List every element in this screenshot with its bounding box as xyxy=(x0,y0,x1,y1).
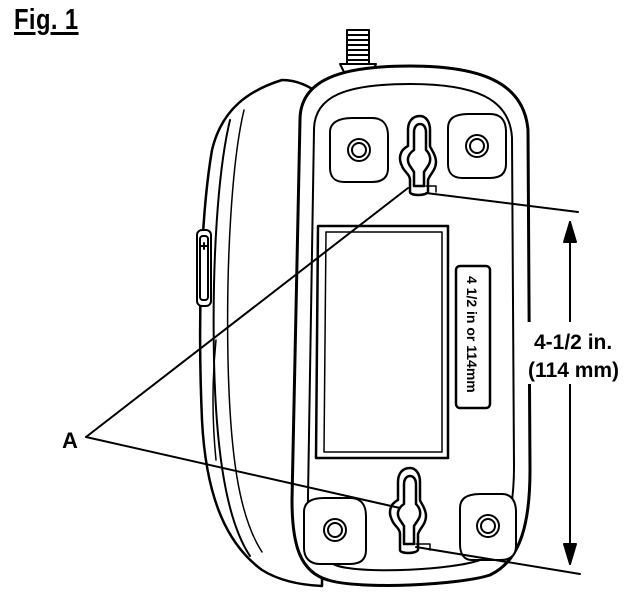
rotated-label-tag: 4 1/2 in or 114mm xyxy=(454,264,492,410)
dimension-metric: (114 mm) xyxy=(528,359,619,382)
mounting-foot-top-left xyxy=(329,117,389,183)
figure-title: Fig. 1 xyxy=(14,4,79,36)
dimension-imperial: 4-1/2 in. xyxy=(534,331,612,354)
rotated-label-text: 4 1/2 in or 114mm xyxy=(464,276,480,393)
dimension-lines xyxy=(415,192,581,575)
callout-a-lines xyxy=(85,187,409,509)
callout-a-label: A xyxy=(62,428,78,453)
keyhole-slot-bottom xyxy=(388,466,431,555)
cable-connector xyxy=(339,29,377,73)
side-button xyxy=(196,229,212,307)
keyhole-slot-top xyxy=(398,114,438,197)
mounting-foot-bottom-left xyxy=(303,497,367,565)
mounting-foot-top-right xyxy=(447,113,507,179)
label-panel xyxy=(314,224,450,460)
mounting-foot-bottom-right xyxy=(459,493,517,561)
